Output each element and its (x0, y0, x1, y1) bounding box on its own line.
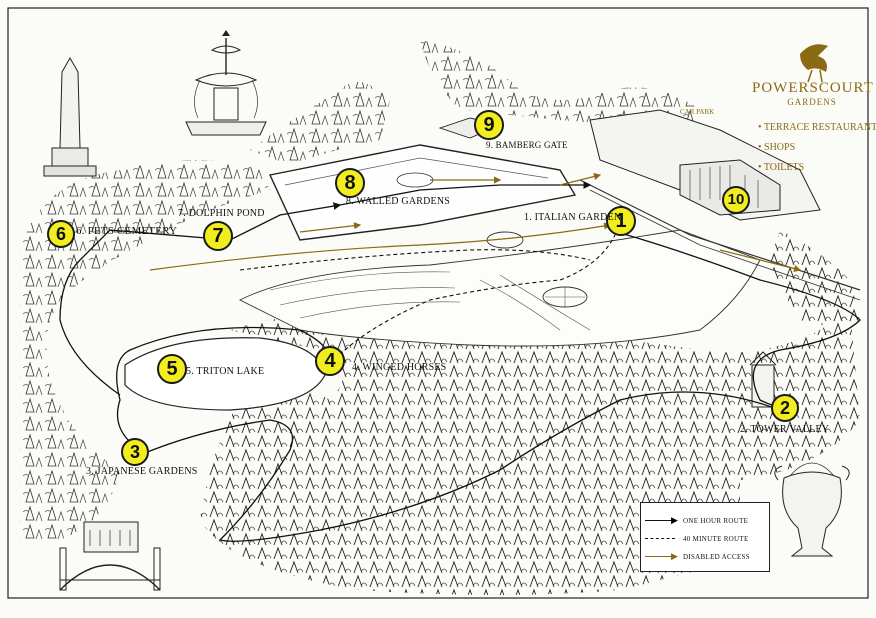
route-legend: ▶ ONE HOUR ROUTE 40 MINUTE ROUTE ▶ DISAB… (640, 502, 770, 572)
arrow-right-icon: ▶ (671, 516, 678, 526)
car-park-label: CAR PARK (680, 108, 715, 116)
obelisk-icon (43, 56, 97, 177)
stop-label-3: 3. JAPANESE GARDENS (86, 466, 198, 477)
facility-terrace-restaurant: • TERRACE RESTAURANT (758, 122, 876, 133)
stop-label-8: 8. WALLED GARDENS (346, 196, 451, 207)
legend-40-minute-label: 40 MINUTE ROUTE (683, 535, 749, 543)
stop-badge-3[interactable]: 3 (121, 438, 149, 466)
legend-40-minute: 40 MINUTE ROUTE (645, 533, 769, 545)
legend-disabled-access: ▶ DISABLED ACCESS (645, 551, 769, 563)
stop-badge-6[interactable]: 6 (47, 220, 75, 248)
stop-label-9: 9. BAMBERG GATE (486, 140, 568, 150)
fountain-icon (185, 30, 267, 136)
brand-block: POWERSCOURT GARDENS (752, 40, 874, 107)
gold-arrow-icon: ▶ (671, 552, 678, 562)
legend-one-hour: ▶ ONE HOUR ROUTE (645, 515, 769, 527)
stop-label-1: 1. ITALIAN GARDEN (524, 212, 622, 223)
bridge-icon (59, 521, 161, 591)
stop-badge-9[interactable]: 9 (474, 110, 504, 140)
brand-name: POWERSCOURT (752, 80, 874, 96)
stop-badge-2[interactable]: 2 (771, 394, 799, 422)
urn-icon (774, 462, 850, 557)
legend-disabled-access-label: DISABLED ACCESS (683, 553, 750, 561)
stop-badge-5[interactable]: 5 (157, 354, 187, 384)
stop-badge-1[interactable]: 1 (606, 206, 636, 236)
stop-label-4: 4. WINGED HORSES (352, 362, 447, 373)
brand-subtitle: GARDENS (787, 97, 837, 107)
legend-one-hour-label: ONE HOUR ROUTE (683, 517, 749, 525)
stop-badge-8[interactable]: 8 (335, 168, 365, 198)
facility-toilets: • TOILETS (758, 162, 805, 173)
stop-label-6: 6. PETS CEMETERY (76, 225, 178, 237)
stop-label-2: 2. TOWER VALLEY (740, 424, 830, 435)
griffin-logo-icon (800, 44, 828, 83)
stop-label-5: 5. TRITON LAKE (186, 366, 265, 377)
stop-label-7: 7. DOLPHIN POND (178, 208, 265, 219)
facility-shops: • SHOPS (758, 142, 796, 153)
stop-badge-7[interactable]: 7 (203, 221, 233, 251)
stop-badge-4[interactable]: 4 (315, 346, 345, 376)
stop-badge-10[interactable]: 10 (722, 186, 750, 214)
